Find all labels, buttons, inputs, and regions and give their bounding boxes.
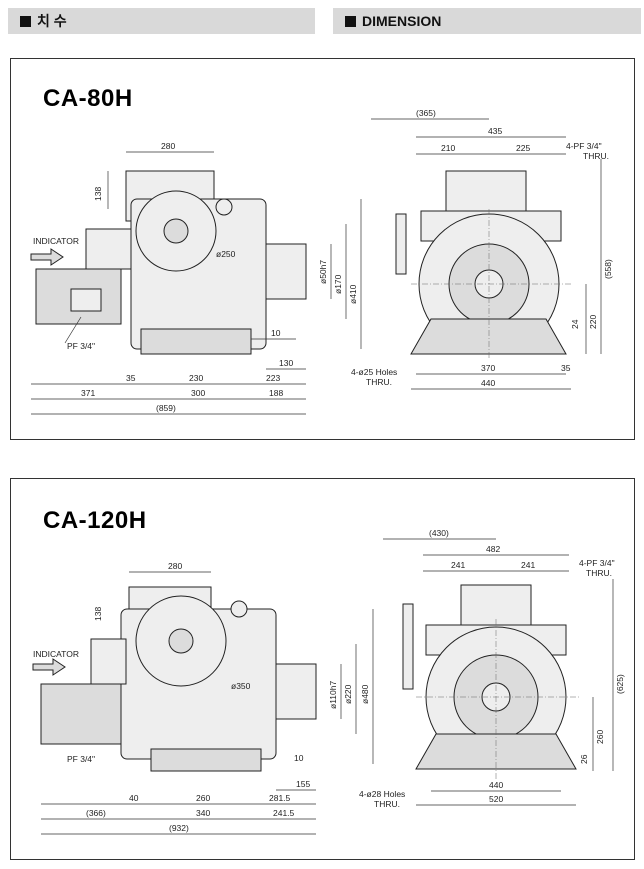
handwheel-side: [402, 603, 414, 690]
ca80h-drawing: INDICATOR PF 3/4" 280 138 ø250 ø50h7 ø17…: [30, 108, 613, 415]
lifting-eye: [230, 600, 248, 618]
dim-225: 225: [516, 143, 530, 153]
front-base: [410, 318, 567, 355]
dim-480: ø480: [360, 684, 370, 704]
dim-24: 24: [570, 319, 580, 329]
front-view: (430) 482 241 241 4-PF 3/4" THRU. (625) …: [359, 528, 625, 809]
front-view: (365) 435 210 225 4-PF 3/4" THRU. (558) …: [351, 108, 613, 390]
pf-label: PF 3/4": [67, 341, 95, 351]
side-view: INDICATOR PF 3/4" 280 138 ø350 ø110h7 ø2…: [32, 561, 374, 835]
indicator-arrow-icon: [32, 658, 66, 676]
dim-26: 26: [579, 754, 589, 764]
dim-188: 188: [269, 388, 283, 398]
model-title: CA-80H: [43, 85, 133, 112]
dim-130: 130: [279, 358, 293, 368]
dim-210: 210: [441, 143, 455, 153]
output-flange: [275, 663, 317, 720]
dim-280: 280: [168, 561, 182, 571]
dim-260: 260: [196, 793, 210, 803]
indicator-box: [85, 228, 132, 270]
motor-body: [40, 683, 122, 745]
base-foot: [150, 748, 262, 772]
dim-50h7: ø50h7: [318, 260, 328, 284]
pf4-label: 4-PF 3/4": [566, 141, 602, 151]
ca120h-drawing: INDICATOR PF 3/4" 280 138 ø350 ø110h7 ø2…: [32, 528, 625, 835]
dim-220: ø220: [343, 684, 353, 704]
dim-430: (430): [429, 528, 449, 538]
dim-625: (625): [615, 674, 625, 694]
dim-280: 280: [161, 141, 175, 151]
dim-10: 10: [294, 753, 304, 763]
panel-ca120h: CA-120H INDICATOR PF 3/4" 280 138 ø350 ø…: [10, 478, 635, 860]
front-motor-box: [445, 170, 527, 212]
dim-558: (558): [603, 259, 613, 279]
dim-410: ø410: [348, 284, 358, 304]
dim-138: 138: [93, 187, 103, 201]
dim-40: 40: [129, 793, 139, 803]
holes-thru: THRU.: [374, 799, 400, 809]
base-foot: [140, 328, 252, 355]
dim-10: 10: [271, 328, 281, 338]
pf-label: PF 3/4": [67, 754, 95, 764]
holes-label: 4-ø25 Holes: [351, 367, 397, 377]
dim-230: 230: [189, 373, 203, 383]
dim-241a: 241: [451, 560, 465, 570]
dim-482: 482: [486, 544, 500, 554]
side-view: INDICATOR PF 3/4" 280 138 ø250 ø50h7 ø17…: [30, 141, 362, 415]
indicator-box: [90, 638, 127, 685]
dim-370: 370: [481, 363, 495, 373]
model-title: CA-120H: [43, 507, 147, 534]
dim-932: (932): [169, 823, 189, 833]
dim-300: 300: [191, 388, 205, 398]
dim-170: ø170: [333, 274, 343, 294]
dim-260b: 260: [595, 730, 605, 744]
indicator-label: INDICATOR: [33, 649, 79, 659]
dim-241-5: 241.5: [273, 808, 295, 818]
terminal-box: [70, 288, 102, 312]
dim-435: 435: [488, 126, 502, 136]
dim-110h7: ø110h7: [328, 681, 338, 709]
holes-thru: THRU.: [366, 377, 392, 387]
pf4-thru: THRU.: [583, 151, 609, 161]
dim-138: 138: [93, 607, 103, 621]
dim-350: ø350: [231, 681, 251, 691]
holes-label: 4-ø28 Holes: [359, 789, 405, 799]
output-flange: [265, 243, 307, 300]
handwheel-side: [395, 213, 407, 275]
dim-241b: 241: [521, 560, 535, 570]
dim-371: 371: [81, 388, 95, 398]
square-bullet-icon: [345, 15, 356, 27]
dim-281-5: 281.5: [269, 793, 291, 803]
dim-440: 440: [481, 378, 495, 388]
dim-340: 340: [196, 808, 210, 818]
indicator-label: INDICATOR: [33, 236, 79, 246]
handwheel-hub: [168, 628, 194, 654]
lifting-eye: [215, 198, 233, 216]
section-header-dimension: DIMENSION: [333, 8, 641, 34]
handwheel-hub: [163, 218, 189, 244]
pf4-label: 4-PF 3/4": [579, 558, 615, 568]
dim-440: 440: [489, 780, 503, 790]
section-header-korean: 치 수: [8, 8, 315, 34]
indicator-arrow-icon: [30, 248, 64, 266]
dim-220: 220: [588, 315, 598, 329]
dim-520: 520: [489, 794, 503, 804]
panel-ca80h: CA-80H INDICATOR PF 3/4" 280 138 ø250 ø5…: [10, 58, 635, 440]
dim-35b: 35: [561, 363, 571, 373]
dim-223: 223: [266, 373, 280, 383]
header-dimension-label: DIMENSION: [362, 13, 442, 29]
header-korean-label: 치 수: [37, 13, 67, 29]
dim-366: (366): [86, 808, 106, 818]
pf4-thru: THRU.: [586, 568, 612, 578]
dim-250: ø250: [216, 249, 236, 259]
square-bullet-icon: [20, 15, 31, 27]
dim-155: 155: [296, 779, 310, 789]
dim-365: (365): [416, 108, 436, 118]
dim-859: (859): [156, 403, 176, 413]
dim-35: 35: [126, 373, 136, 383]
